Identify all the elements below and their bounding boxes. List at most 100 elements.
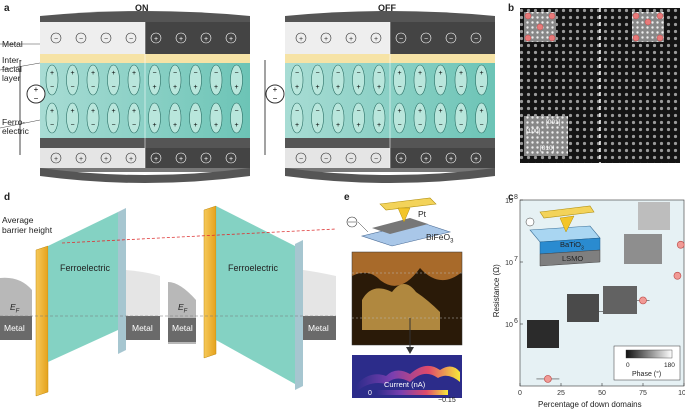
dipole-charge: + [397, 70, 401, 77]
electrode-charge-sign: + [349, 36, 353, 43]
electrode-charge-sign: + [154, 36, 158, 43]
electrode-charge [125, 32, 137, 44]
dipole-charge: − [295, 108, 299, 115]
dipole-charge: + [315, 122, 319, 129]
dipole-charge: + [152, 84, 156, 91]
dipole-charge: + [214, 122, 218, 129]
panel-d-band-diagram [0, 205, 337, 397]
dipole-ellipse [127, 102, 141, 134]
dipole-ellipse [372, 102, 386, 134]
dipole-ellipse [331, 64, 345, 96]
electrode-charge [420, 32, 432, 44]
axis-001: [001] [546, 119, 561, 126]
dipole-charge: + [295, 84, 299, 91]
dipole-ellipse [434, 102, 447, 134]
dipole-ellipse [86, 64, 100, 96]
label-ferro-2: electric [2, 126, 29, 136]
current-cb-min: 0 [368, 390, 372, 397]
dipole-charge: − [214, 70, 218, 77]
dipole-charge: + [315, 84, 319, 91]
electrode-charge [370, 32, 382, 44]
x-tick-label: 50 [598, 390, 606, 397]
electrode-charge-sign: + [104, 156, 108, 163]
svg-text:+: + [273, 85, 278, 94]
fermi-label-right: EF [178, 302, 188, 315]
panel-e-letter: e [344, 192, 350, 203]
dipole-charge: − [193, 70, 197, 77]
dipole-charge: − [377, 70, 381, 77]
electrode-charge-sign: − [79, 36, 83, 43]
barrier-label-2: barrier height [2, 225, 53, 235]
electrode-charge [295, 32, 307, 44]
panel-a-letter: a [4, 3, 10, 14]
label-ferro-1: Ferro- [2, 117, 26, 127]
dipole-charge: + [173, 84, 177, 91]
electrode-charge [445, 152, 457, 164]
electrode-charge-sign: − [349, 156, 353, 163]
electrode-charge [150, 152, 162, 164]
dipole-charge: − [214, 108, 218, 115]
label-interfacial-3: layer [2, 73, 21, 83]
electrode-charge [345, 32, 357, 44]
dipole-ellipse [148, 64, 161, 96]
electrode-charge-sign: + [154, 156, 158, 163]
dipole-charge: + [132, 70, 136, 77]
x-tick-label: 25 [557, 390, 565, 397]
dipole-charge: − [418, 84, 422, 91]
dipole-ellipse [413, 64, 427, 96]
dipole-ellipse [86, 102, 100, 134]
dipole-charge: + [50, 70, 54, 77]
dipole-charge: + [397, 108, 401, 115]
dipole-charge: + [479, 70, 483, 77]
off-capacitor [285, 11, 495, 183]
dipole-charge: − [459, 122, 463, 129]
dipole-charge: − [438, 122, 442, 129]
electrode-charge [370, 152, 382, 164]
dipole-ellipse [168, 102, 182, 134]
electrode-charge [50, 152, 62, 164]
dipole-ellipse [290, 102, 304, 134]
electrode-charge-sign: + [204, 36, 208, 43]
dipole-charge: − [70, 84, 74, 91]
electrode-charge [50, 32, 62, 44]
dipole-charge: − [91, 84, 95, 91]
dipole-charge: + [418, 108, 422, 115]
electrode-charge-sign: + [474, 156, 478, 163]
electrode-charge [225, 152, 237, 164]
electrode-charge [445, 32, 457, 44]
dipole-ellipse [230, 64, 243, 96]
axis-010: [010] [540, 145, 555, 152]
dipole-ellipse [66, 102, 79, 134]
dipole-ellipse [352, 102, 365, 134]
dipole-charge: + [70, 108, 74, 115]
electrode-charge [470, 32, 482, 44]
lsmo-label: LSMO [562, 254, 584, 263]
dipole-ellipse [434, 64, 447, 96]
dipole-charge: + [132, 108, 136, 115]
dipole-ellipse [372, 64, 386, 96]
dipole-charge: − [91, 122, 95, 129]
data-point [544, 375, 552, 383]
dipole-charge: + [91, 108, 95, 115]
dipole-charge: − [50, 84, 54, 91]
dipole-charge: − [397, 84, 401, 91]
axes-inset [524, 116, 568, 156]
electrode-charge [200, 32, 212, 44]
panel-c-chart: 0255075100108107106 [505, 194, 685, 397]
dipole-charge: − [111, 122, 115, 129]
dipole-ellipse [331, 102, 345, 134]
dipole-charge: − [377, 108, 381, 115]
electrode-charge-sign: + [54, 156, 58, 163]
dipole-ellipse [311, 102, 324, 134]
dipole-charge: − [234, 108, 238, 115]
dipole-charge: − [70, 122, 74, 129]
ferro-label-right: Ferroelectric [228, 263, 279, 273]
electrode-charge [125, 152, 137, 164]
dipole-charge: + [234, 122, 238, 129]
electrode-charge-sign: + [79, 156, 83, 163]
y-tick-exponent: 6 [514, 318, 518, 325]
barrier-label-1: Average [2, 215, 34, 225]
dipole-charge: − [193, 108, 197, 115]
dipole-charge: − [315, 108, 319, 115]
dipole-ellipse [393, 64, 406, 96]
